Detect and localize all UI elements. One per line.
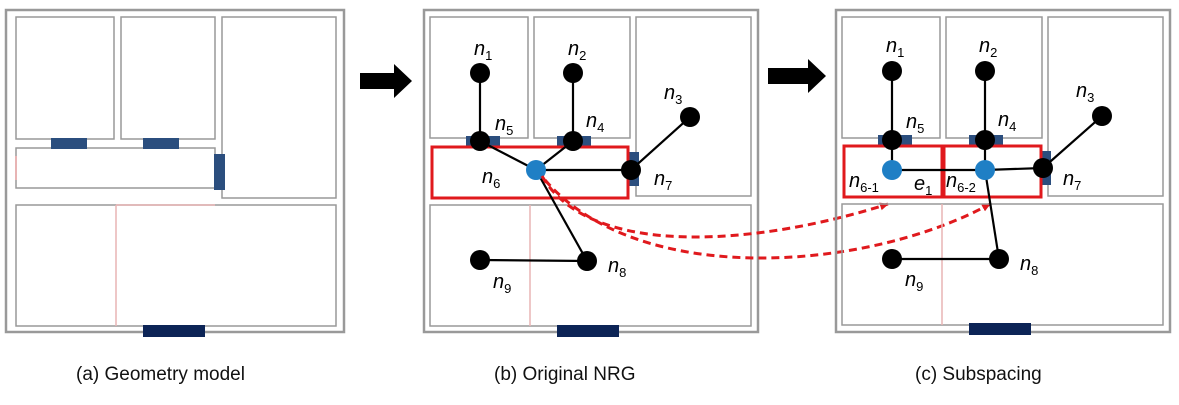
node-n1	[470, 63, 490, 83]
main-door	[969, 323, 1031, 335]
node-n5	[882, 130, 902, 150]
node-n6	[526, 160, 546, 180]
hall	[15, 204, 337, 327]
edge	[1042, 115, 1103, 169]
node-n8	[577, 251, 597, 271]
node-n1	[882, 61, 902, 81]
label-n9: n9	[493, 271, 511, 296]
arrow-b-to-c	[768, 59, 826, 93]
node-n4	[563, 131, 583, 151]
room-2	[533, 16, 631, 139]
label-n1: n1	[886, 35, 904, 60]
edge	[630, 116, 691, 171]
building-outline	[4, 8, 346, 334]
label-n7: n7	[654, 168, 672, 193]
room-1	[15, 16, 115, 140]
label-n4: n4	[586, 110, 604, 135]
label-n6-1: n6-1	[849, 170, 879, 195]
corridor	[15, 147, 216, 189]
room-3	[635, 16, 752, 197]
edge	[983, 169, 1001, 260]
label-n2: n2	[568, 38, 586, 63]
arrow-a-to-b	[360, 64, 412, 98]
room-3	[1047, 16, 1164, 197]
label-n5: n5	[495, 113, 513, 138]
door-1	[51, 138, 87, 149]
node-n9	[470, 250, 490, 270]
caption-panel-a: (a) Geometry model	[76, 364, 245, 385]
node-n9	[882, 249, 902, 269]
label-n7: n7	[1063, 168, 1081, 193]
node-n7	[1033, 158, 1053, 178]
edge	[479, 140, 537, 171]
room-2	[945, 16, 1043, 139]
label-n9: n9	[905, 269, 923, 294]
node-n8	[989, 249, 1009, 269]
nrg-edges	[478, 73, 691, 263]
caption-panel-c: (c) Subspacing	[915, 364, 1042, 385]
label-n2: n2	[979, 35, 997, 60]
label-n8: n8	[1020, 253, 1038, 278]
main-door	[143, 325, 205, 337]
panel-a-geometry-model	[4, 8, 346, 337]
node-n7	[621, 160, 641, 180]
panel-b-original-nrg: n1 n2 n3 n5 n4 n6 n7 n8 n9	[422, 8, 760, 337]
label-n5: n5	[906, 111, 924, 136]
node-n3	[1092, 106, 1112, 126]
door-3	[214, 154, 225, 190]
label-n6: n6	[482, 166, 500, 191]
nrg-edges	[890, 71, 1103, 261]
label-n6-2: n6-2	[946, 170, 976, 195]
caption-panel-b: (b) Original NRG	[494, 364, 636, 385]
main-door	[557, 325, 619, 337]
label-e1: e1	[914, 173, 932, 198]
subspacing-mapping-arrows	[540, 175, 991, 260]
mapping-arrow-to-n6-1	[540, 175, 889, 239]
node-n4	[975, 130, 995, 150]
node-n6-1	[882, 160, 902, 180]
panel-c-subspacing: n1 n2 n3 n5 n4 n6-1 e1 n6-2 n7 n8 n9	[834, 8, 1172, 335]
label-n4: n4	[998, 109, 1016, 134]
node-n6-2	[975, 160, 995, 180]
label-n3: n3	[664, 82, 682, 107]
node-n5	[470, 131, 490, 151]
node-n2	[563, 63, 583, 83]
door-2	[143, 138, 179, 149]
edge	[535, 169, 588, 262]
label-n8: n8	[608, 255, 626, 280]
node-n2	[975, 61, 995, 81]
label-n1: n1	[474, 38, 492, 63]
label-n3: n3	[1076, 80, 1094, 105]
room-3	[221, 16, 337, 199]
node-n3	[680, 107, 700, 127]
edge	[479, 258, 588, 263]
room-2	[120, 16, 216, 140]
